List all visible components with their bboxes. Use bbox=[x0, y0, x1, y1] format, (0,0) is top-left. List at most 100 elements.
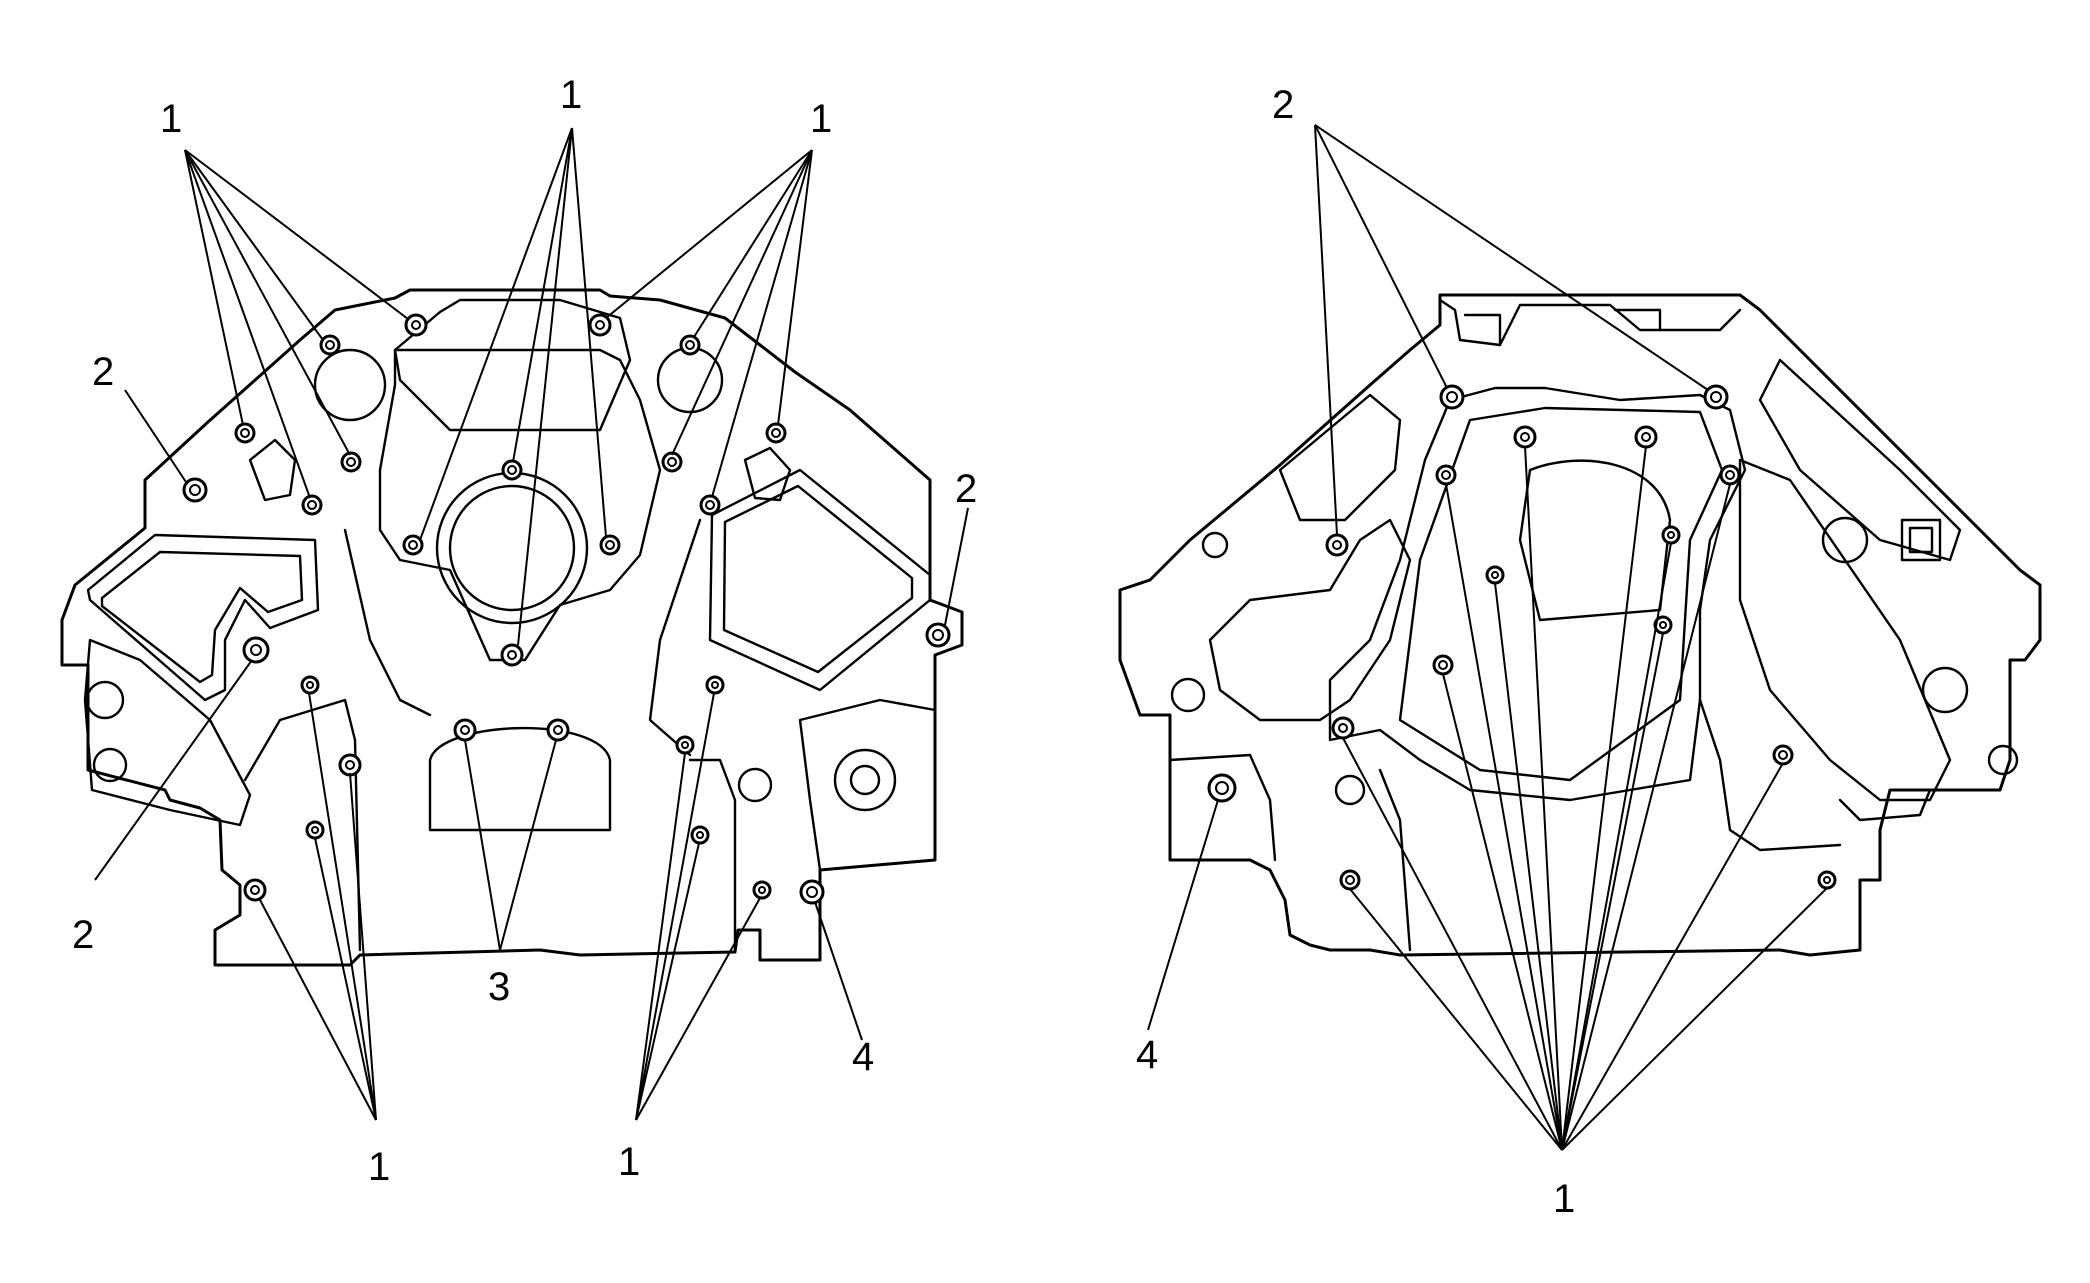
bolt-hole bbox=[799, 879, 825, 905]
leader-group-L1e bbox=[635, 692, 761, 1121]
leader-group-R1 bbox=[1342, 445, 1828, 1151]
callout-labels: 1 1 1 1 1 2 2 2 3 4 2 4 1 bbox=[72, 73, 1575, 1221]
bolt-hole bbox=[690, 825, 710, 845]
rear-bore bbox=[1518, 459, 1672, 622]
callout-left-1-top-right: 1 bbox=[810, 97, 832, 141]
bolt-hole bbox=[501, 459, 523, 481]
bolt-hole bbox=[599, 534, 621, 556]
bolt-hole bbox=[679, 334, 701, 356]
rear-left-arm bbox=[1208, 518, 1412, 722]
bolt-hole bbox=[182, 477, 208, 503]
rear-lower-web bbox=[1378, 768, 1412, 952]
right-block-outline bbox=[1118, 293, 2042, 957]
rear-boss-lower-right bbox=[1987, 744, 2019, 776]
bolt-hole bbox=[402, 534, 424, 556]
bolt-hole bbox=[500, 643, 524, 667]
balancer-boss bbox=[833, 748, 897, 812]
leader-R4 bbox=[1147, 799, 1219, 1031]
left-wing-panel bbox=[86, 533, 320, 702]
left-engine-view bbox=[60, 288, 964, 967]
bolt-hole bbox=[234, 422, 256, 444]
rear-top-window-right bbox=[1613, 308, 1662, 332]
bolt-hole bbox=[588, 313, 612, 337]
right-wing-panel bbox=[708, 468, 932, 692]
bolt-hole bbox=[1485, 565, 1505, 585]
callout-left-1-bottom-left: 1 bbox=[368, 1145, 390, 1189]
right-view-holes bbox=[1207, 384, 1837, 891]
rear-top-window-left bbox=[1463, 313, 1502, 347]
rear-sensor-square bbox=[1900, 518, 1942, 562]
bolt-hole bbox=[1653, 615, 1673, 635]
lower-web-right bbox=[688, 758, 737, 952]
bolt-hole bbox=[925, 622, 951, 648]
callout-left-1-top-center: 1 bbox=[560, 73, 582, 117]
bolt-hole bbox=[1661, 525, 1681, 545]
bolt-hole bbox=[661, 451, 683, 473]
oil-port-center bbox=[737, 767, 773, 803]
rear-sensor-square-inner bbox=[1908, 526, 1934, 554]
center-plate bbox=[378, 348, 662, 662]
bolt-hole bbox=[243, 878, 267, 902]
leader-group-L1a bbox=[184, 149, 409, 499]
crank-opening bbox=[428, 726, 612, 832]
rear-left-panel bbox=[1278, 393, 1402, 522]
callout-right-1: 1 bbox=[1553, 1177, 1575, 1221]
callout-left-2-upper-left: 2 bbox=[92, 350, 114, 394]
bolt-hole bbox=[1703, 384, 1729, 410]
bolt-hole bbox=[705, 675, 725, 695]
rear-plate bbox=[1328, 386, 1747, 802]
bolt-hole bbox=[1331, 716, 1355, 740]
bolt-holes bbox=[182, 313, 1837, 905]
callout-left-2-right: 2 bbox=[955, 467, 977, 511]
rear-lower-sump bbox=[1698, 698, 1842, 852]
callout-left-1-top-left: 1 bbox=[160, 97, 182, 141]
rear-boss-left-upper bbox=[1201, 531, 1229, 559]
left-block-outline bbox=[60, 288, 964, 967]
right-lower-bracket bbox=[798, 698, 937, 872]
bolt-hole bbox=[546, 718, 570, 742]
right-wing-panel-inner bbox=[722, 484, 914, 674]
bolt-hole bbox=[338, 753, 362, 777]
leader-L2c bbox=[94, 659, 253, 881]
left-wing-panel-inner bbox=[100, 550, 304, 684]
left-slot bbox=[248, 438, 297, 502]
callout-left-2-lower-left: 2 bbox=[72, 913, 94, 957]
leader-lines bbox=[94, 124, 1828, 1151]
rear-boss-lower-left bbox=[1334, 774, 1366, 806]
bolt-hole bbox=[1207, 773, 1237, 803]
bolt-hole bbox=[340, 451, 362, 473]
bolt-hole bbox=[300, 675, 320, 695]
bolt-hole bbox=[1435, 464, 1457, 486]
bolt-hole bbox=[453, 718, 477, 742]
center-bore-inner bbox=[448, 484, 576, 612]
left-lower-bracket bbox=[83, 638, 252, 827]
bolt-hole bbox=[301, 494, 323, 516]
bolt-hole bbox=[1439, 384, 1465, 410]
left-rail bbox=[343, 528, 432, 717]
leader-group-L1d bbox=[258, 692, 377, 1121]
bolt-hole bbox=[699, 494, 721, 516]
right-engine-view bbox=[1118, 293, 2042, 957]
leader-group-R2 bbox=[1314, 124, 1709, 536]
leader-L2a bbox=[124, 389, 187, 483]
bolt-hole bbox=[765, 422, 787, 444]
bolt-hole bbox=[305, 820, 325, 840]
bolt-hole bbox=[242, 636, 270, 664]
bolt-hole bbox=[404, 313, 428, 337]
bolt-hole bbox=[752, 880, 772, 900]
bolt-hole bbox=[1513, 425, 1537, 449]
bolt-hole bbox=[319, 334, 341, 356]
rear-lower-right-channel bbox=[1838, 788, 1932, 822]
left-lower-boss bbox=[92, 747, 128, 783]
right-rail bbox=[648, 518, 702, 757]
balancer-boss-inner bbox=[849, 764, 881, 796]
bolt-hole bbox=[1325, 533, 1349, 557]
right-slot bbox=[743, 446, 792, 502]
bolt-hole bbox=[675, 735, 695, 755]
rear-top-housing bbox=[1438, 298, 1742, 347]
leader-L2b bbox=[944, 507, 969, 626]
bolt-hole bbox=[1432, 654, 1454, 676]
callout-left-1-bottom-right: 1 bbox=[618, 1140, 640, 1184]
bolt-hole bbox=[1719, 464, 1741, 486]
